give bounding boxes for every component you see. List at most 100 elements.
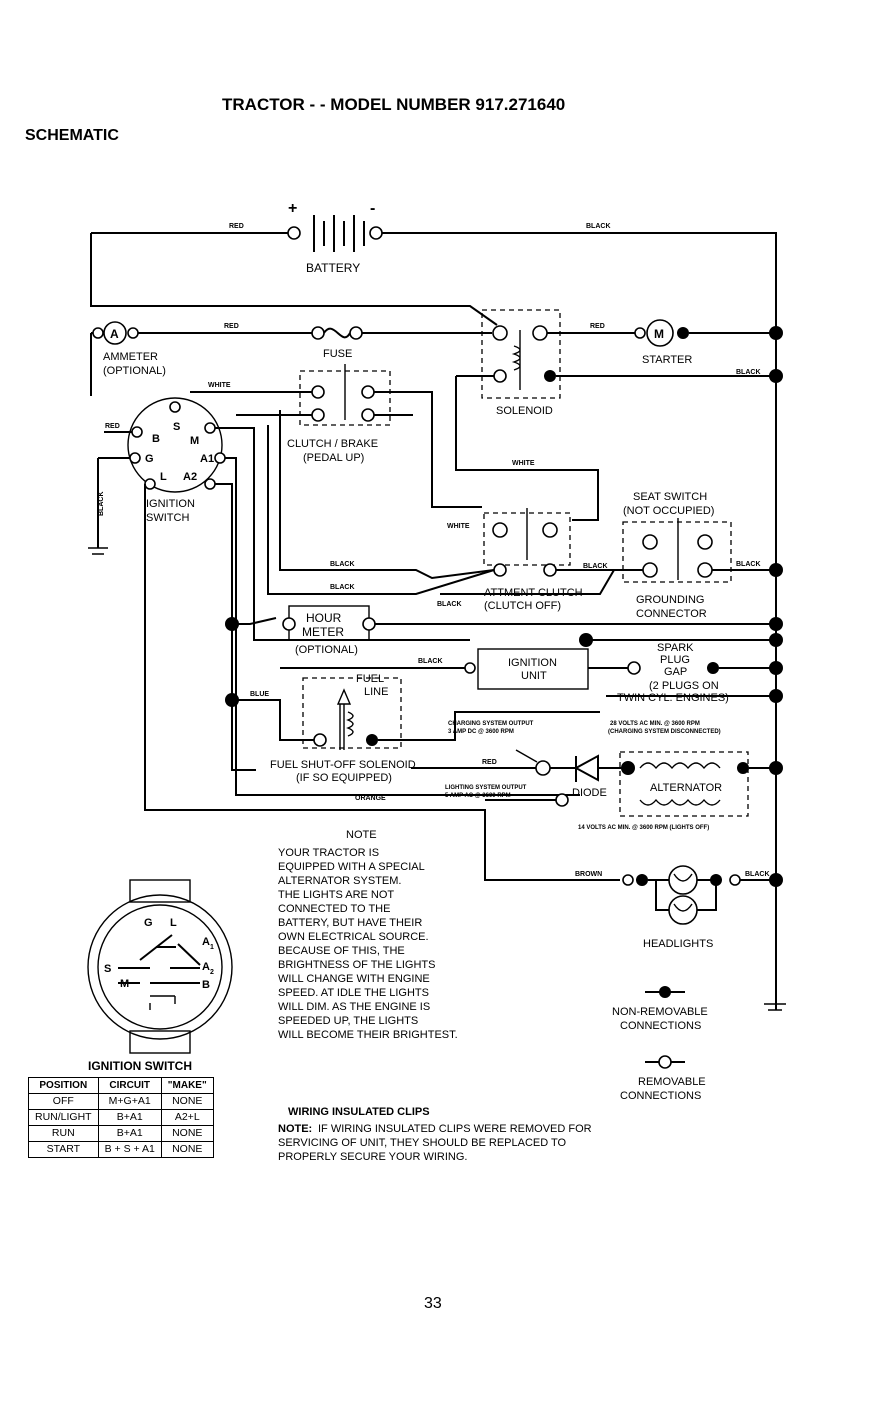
table-row: RUN/LIGHT B+A1 A2+L — [28, 1109, 214, 1126]
battery-symbol — [90, 215, 786, 1011]
table-cell: RUN — [28, 1125, 99, 1142]
ig-switch-terminal-s: S — [173, 421, 180, 433]
page-number: 33 — [424, 1295, 442, 1312]
note-heading: NOTE — [346, 829, 377, 841]
hour-meter-label: HOUR — [306, 611, 342, 625]
legend-removable-icon — [645, 1055, 685, 1069]
section-heading: SCHEMATIC — [25, 127, 119, 144]
page-title: TRACTOR - - MODEL NUMBER 917.271640 — [222, 95, 565, 114]
solenoid-label: SOLENOID — [496, 405, 553, 417]
ignition-switch-label-2: SWITCH — [146, 512, 189, 524]
note-line: ALTERNATOR SYSTEM. — [278, 875, 401, 887]
legend-removable-label: REMOVABLE — [638, 1076, 706, 1088]
note-line: BATTERY, BUT HAVE THEIR — [278, 917, 422, 929]
diode-label: DIODE — [572, 787, 607, 799]
note-line: WILL BECOME THEIR BRIGHTEST. — [278, 1029, 458, 1041]
spark-label-5: TWIN CYL. ENGINES) — [617, 692, 729, 704]
ammeter-icon — [90, 321, 312, 396]
attachment-clutch-sub: (CLUTCH OFF) — [484, 600, 561, 612]
lighting-output-label: LIGHTING SYSTEM OUTPUT — [445, 785, 527, 791]
wire-label-brown: BROWN — [575, 871, 602, 878]
headlights-label: HEADLIGHTS — [643, 938, 713, 950]
wire-label-red-top: RED — [229, 223, 244, 230]
wire-label-red-switch: RED — [105, 423, 120, 430]
note-line: BECAUSE OF THIS, THE — [278, 945, 405, 957]
battery-plus-sign: + — [288, 200, 297, 217]
wire-label-white-attm: WHITE — [447, 523, 470, 530]
seat-switch-label: SEAT SWITCH — [633, 491, 707, 503]
ig-switch-terminal-a1: A1 — [200, 453, 214, 465]
volts28-sub: (CHARGING SYSTEM DISCONNECTED) — [608, 729, 721, 735]
note-line: OWN ELECTRICAL SOURCE. — [278, 931, 429, 943]
table-cell: M+G+A1 — [97, 1093, 162, 1110]
clips-note-label: NOTE: — [278, 1123, 312, 1135]
wire-label-red-starter: RED — [590, 323, 605, 330]
face-terminal-a1-sub: 1 — [210, 944, 214, 951]
battery-minus-sign: - — [370, 200, 375, 217]
ig-switch-terminal-l: L — [160, 471, 167, 483]
clips-heading: WIRING INSULATED CLIPS — [288, 1106, 430, 1118]
note-line: YOUR TRACTOR IS — [278, 847, 379, 859]
note-line: SPEEDED UP, THE LIGHTS — [278, 1015, 418, 1027]
spark-label-4: (2 PLUGS ON — [649, 680, 719, 692]
hour-meter-icon — [225, 605, 783, 641]
wire-label-red-ammeter: RED — [224, 323, 239, 330]
wire-label-black-switch: BLACK — [98, 492, 105, 517]
wire-label-black-ignunit: BLACK — [418, 658, 443, 665]
table-cell: NONE — [160, 1141, 214, 1158]
alternator-label: ALTERNATOR — [650, 782, 722, 794]
wire-label-red-diode: RED — [482, 759, 497, 766]
wire-label-black-top: BLACK — [586, 223, 611, 230]
fuel-line-label: FUEL — [356, 673, 384, 685]
ignition-switch-label: IGNITION — [146, 498, 195, 510]
solenoid-icon — [455, 309, 776, 521]
ignition-switch-table: POSITION CIRCUIT "MAKE" OFF M+G+A1 NONE … — [28, 1077, 214, 1158]
ignition-unit-icon — [280, 633, 783, 690]
charging-output-label: CHARGING SYSTEM OUTPUT — [448, 721, 534, 727]
fuse-label: FUSE — [323, 348, 352, 360]
table-row: RUN B+A1 NONE — [28, 1125, 214, 1142]
legend-nonremovable-label-2: CONNECTIONS — [620, 1020, 701, 1032]
table-header: "MAKE" — [160, 1077, 214, 1094]
attachment-clutch-switch-icon — [267, 410, 616, 595]
starter-symbol: M — [654, 327, 664, 341]
spark-label: SPARK — [657, 642, 694, 654]
fuel-line-label-2: LINE — [364, 686, 388, 698]
face-terminal-a2-sub: 2 — [210, 969, 214, 976]
table-header: CIRCUIT — [97, 1077, 162, 1094]
note-line: SPEED. AT IDLE THE LIGHTS — [278, 987, 429, 999]
starter-motor-icon — [634, 319, 783, 383]
fuel-solenoid-label: FUEL SHUT-OFF SOLENOID — [270, 759, 416, 771]
clips-line-1: IF WIRING INSULATED CLIPS WERE REMOVED F… — [318, 1123, 592, 1135]
wire-label-white-sol: WHITE — [512, 460, 535, 467]
table-cell: START — [28, 1141, 99, 1158]
note-line: CONNECTED TO THE — [278, 903, 390, 915]
wire-label-black-seat: BLACK — [736, 561, 761, 568]
note-line: BRIGHTNESS OF THE LIGHTS — [278, 959, 436, 971]
table-cell: B+A1 — [97, 1125, 162, 1142]
wire-label-black-starter: BLACK — [736, 369, 761, 376]
note-line: WILL CHANGE WITH ENGINE — [278, 973, 430, 985]
table-cell: NONE — [160, 1125, 214, 1142]
wire-label-black-attm-2: BLACK — [330, 584, 355, 591]
clutch-brake-sub: (PEDAL UP) — [303, 452, 364, 464]
ig-switch-terminal-a2: A2 — [183, 471, 197, 483]
lighting-output-value: 5 AMP AC @ 3600 RPM — [445, 793, 511, 799]
wire-label-white-clutch: WHITE — [208, 382, 231, 389]
ignition-switch-face-diagram — [87, 879, 233, 1054]
note-line: EQUIPPED WITH A SPECIAL — [278, 861, 425, 873]
ammeter-label: AMMETER — [103, 351, 158, 363]
grounding-label: GROUNDING — [636, 594, 704, 606]
ig-switch-terminal-b: B — [152, 433, 160, 445]
fuse-icon — [311, 326, 492, 340]
table-cell: B + S + A1 — [97, 1141, 162, 1158]
face-terminal-l: L — [170, 917, 177, 929]
table-cell: OFF — [28, 1093, 99, 1110]
ammeter-symbol: A — [110, 327, 119, 341]
charging-arrow — [515, 749, 538, 763]
spark-label-2: PLUG — [660, 654, 690, 666]
legend-removable-label-2: CONNECTIONS — [620, 1090, 701, 1102]
charging-output-value: 3 AMP DC @ 3600 RPM — [448, 729, 514, 735]
alternator-icon — [619, 751, 783, 817]
face-terminal-a1: A — [202, 936, 210, 948]
